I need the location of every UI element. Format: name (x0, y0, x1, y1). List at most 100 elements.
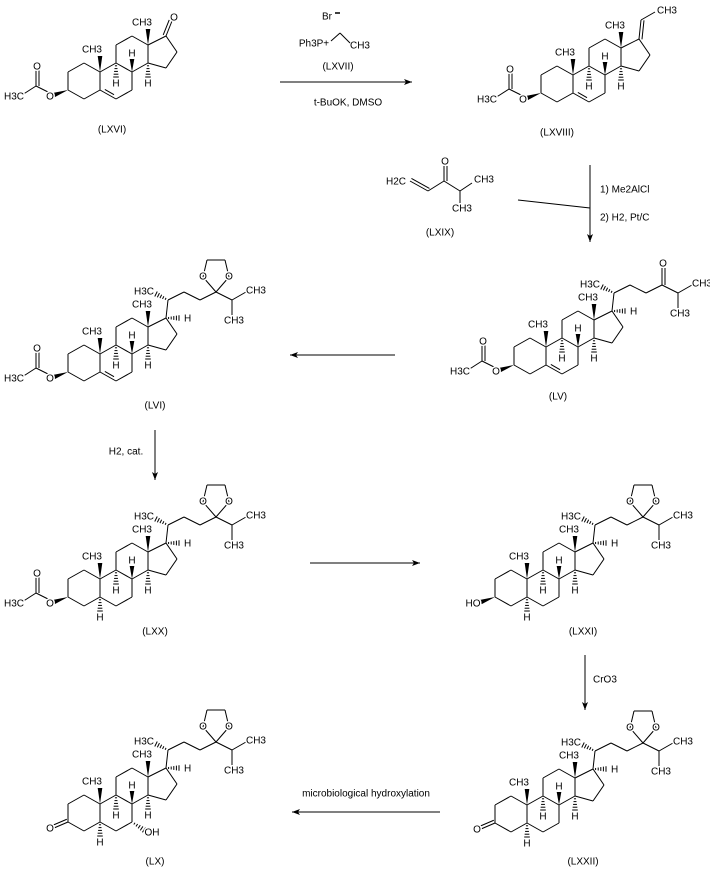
bond (99, 569, 117, 580)
oxidation-label: CrO3 (593, 675, 617, 686)
hashed-bond (145, 572, 151, 585)
methyl-label: CH3 (559, 525, 579, 536)
wedge-bond (543, 331, 549, 347)
bond (115, 767, 133, 778)
hashed-bond (614, 308, 626, 314)
oxygen-label: O (33, 344, 41, 355)
compound-label-LV: (LV) (549, 392, 567, 403)
bond (510, 569, 528, 580)
bond (592, 768, 605, 786)
hydrogen-label: H (112, 586, 119, 597)
bond (545, 364, 563, 375)
bond (526, 795, 544, 806)
bond (224, 709, 230, 728)
hydrogen-label: H (96, 838, 103, 849)
bond (147, 794, 167, 801)
bond (115, 569, 133, 580)
hydrogen-label: H (128, 556, 135, 567)
wedge-bond (53, 372, 68, 380)
bond (67, 371, 85, 382)
hydrogen-label: H (112, 361, 119, 372)
wedge-bond (602, 62, 608, 75)
bond (83, 62, 101, 73)
oxygen-label: O (652, 723, 660, 734)
bond (131, 569, 149, 580)
methyl-label: CH3 (82, 45, 102, 56)
hashed-bond (113, 65, 119, 78)
oxygen-label: O (33, 569, 41, 580)
hashed-bond (154, 516, 167, 525)
hashed-bond (581, 742, 594, 751)
hydrogen-label: H (523, 613, 530, 624)
hydrogen-label: H (539, 586, 546, 597)
bond (651, 484, 657, 503)
wedge-bond (129, 59, 135, 72)
bond (115, 596, 133, 607)
bond (642, 727, 657, 744)
bond (629, 284, 647, 294)
hydroxylation-conditions: microbiological hydroxylation (302, 789, 430, 800)
hydrogen-label: H (555, 556, 562, 567)
bond (67, 794, 85, 805)
methyl-label: CH3 (670, 309, 690, 320)
oxygen-label: O (199, 272, 207, 283)
bond (611, 292, 615, 312)
bond (542, 596, 560, 607)
methyl-label: CH3 (509, 552, 529, 563)
wedge-bond (572, 536, 578, 552)
bond (629, 501, 644, 518)
wedge-bond (145, 761, 151, 777)
bond (115, 821, 133, 832)
hashed-bond (168, 315, 180, 321)
double-bond (480, 822, 496, 830)
bond (131, 542, 149, 553)
double-bond (165, 20, 173, 37)
oxygen-label: O (46, 92, 54, 103)
bond (99, 62, 117, 73)
wedge-bond (575, 334, 581, 347)
oxygen-label: O (519, 95, 527, 106)
bond (640, 11, 656, 21)
hashed-bond (595, 540, 607, 546)
bond (165, 333, 178, 351)
bond (626, 742, 644, 752)
bond (83, 371, 101, 382)
bond (481, 360, 501, 371)
hashed-bond (168, 540, 180, 546)
oxygen-label: O (652, 497, 660, 508)
wedge-bond (524, 563, 530, 579)
hashed-bond (595, 766, 607, 772)
bond (67, 89, 85, 100)
hydrogen-label: H (128, 49, 135, 60)
bond (167, 291, 185, 301)
hydrogen-label: H (128, 781, 135, 792)
bond (494, 88, 510, 99)
bond (99, 89, 117, 100)
hashed-bond (572, 798, 578, 811)
bond (561, 310, 579, 321)
hashed-bond (113, 797, 119, 810)
bond (638, 54, 651, 72)
bond (165, 317, 178, 335)
bond (131, 35, 149, 46)
methyl-label: CH3 (673, 511, 693, 522)
hashed-bond (540, 798, 546, 811)
bond (620, 38, 640, 49)
wedge-bond (556, 792, 562, 805)
hashed-bond (154, 291, 167, 300)
hashed-bond (145, 65, 151, 78)
hydroxyl-label: OH (145, 828, 160, 839)
wedge-bond (53, 90, 68, 98)
bond (513, 337, 531, 348)
bond (561, 364, 579, 375)
hashed-bond (113, 347, 119, 360)
bond (556, 92, 574, 103)
oxygen-label: O (225, 497, 233, 508)
methyl-label: CH3 (474, 175, 494, 186)
bond (231, 516, 247, 526)
arrow-head (582, 702, 588, 710)
arrow-head (292, 809, 300, 815)
